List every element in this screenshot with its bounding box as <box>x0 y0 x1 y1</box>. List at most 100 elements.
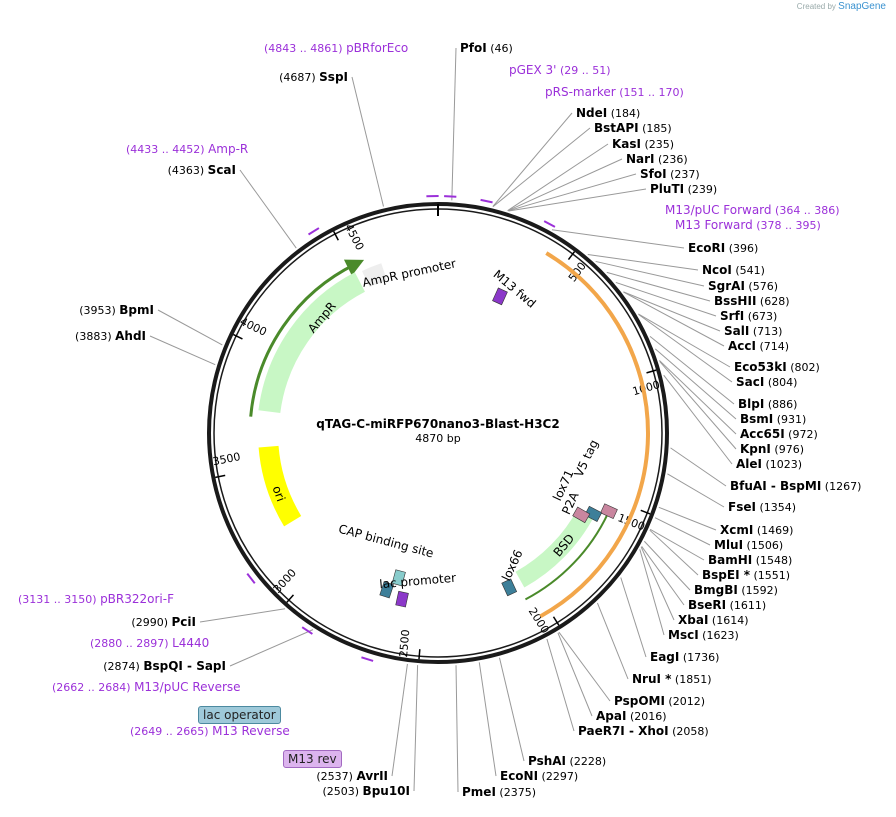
enzyme-name[interactable]: Acc65I <box>740 427 785 441</box>
enzyme-name[interactable]: SacI <box>736 375 764 389</box>
enzyme-name[interactable]: NdeI <box>576 106 607 120</box>
enzyme-name[interactable]: XcmI <box>720 523 753 537</box>
primer-name[interactable]: M13 Reverse <box>212 724 290 738</box>
enzyme-pos: (713) <box>749 325 782 338</box>
primer-mark-m13-puc-reverse <box>361 657 373 661</box>
leader-2 <box>493 128 590 207</box>
enzyme-pos: (2874) <box>103 660 143 673</box>
leader-8 <box>588 254 698 270</box>
enzyme-label: SacI (804) <box>736 375 797 389</box>
enzyme-name[interactable]: NcoI <box>702 263 732 277</box>
leader-41 <box>230 630 313 666</box>
primer-range: (2880 .. 2897) <box>90 637 172 650</box>
enzyme-name[interactable]: BpmI <box>119 303 154 317</box>
enzyme-name[interactable]: EcoRI <box>688 241 725 255</box>
enzyme-name[interactable]: XbaI <box>678 613 708 627</box>
leader-35 <box>547 639 574 731</box>
primer-range: (3131 .. 3150) <box>18 593 100 606</box>
enzyme-name[interactable]: NarI <box>626 152 655 166</box>
enzyme-name[interactable]: FseI <box>728 500 756 514</box>
primer-name[interactable]: M13 Forward <box>675 218 753 232</box>
enzyme-name[interactable]: ScaI <box>208 163 236 177</box>
enzyme-label: SfoI (237) <box>640 167 700 181</box>
enzyme-pos: (972) <box>785 428 818 441</box>
enzyme-label: NdeI (184) <box>576 106 640 120</box>
enzyme-name[interactable]: SfoI <box>640 167 667 181</box>
enzyme-label: PspOMI (2012) <box>614 694 705 708</box>
primer-range: (4843 .. 4861) <box>264 42 346 55</box>
enzyme-label: EagI (1736) <box>650 650 719 664</box>
primer-label: (2880 .. 2897) L4440 <box>90 636 209 650</box>
enzyme-name[interactable]: BmgBI <box>694 583 738 597</box>
enzyme-label: SrfI (673) <box>720 309 777 323</box>
ampr-feature <box>269 282 360 412</box>
primer-mark-pgex3 <box>444 196 456 197</box>
enzyme-label: (4363) ScaI <box>168 163 236 177</box>
primer-mark-m13-forward <box>544 221 555 227</box>
leader-33 <box>559 632 610 701</box>
enzyme-name[interactable]: PspOMI <box>614 694 665 708</box>
enzyme-name[interactable]: SspI <box>319 70 348 84</box>
primer-name[interactable]: M13/pUC Forward <box>665 203 772 217</box>
v5-tag-feature <box>601 504 618 519</box>
enzyme-name[interactable]: AleI <box>736 457 762 471</box>
enzyme-name[interactable]: Eco53kI <box>734 360 787 374</box>
enzyme-name[interactable]: NruI * <box>632 672 672 686</box>
enzyme-name[interactable]: SrfI <box>720 309 744 323</box>
enzyme-label: (4687) SspI <box>279 70 348 84</box>
tick-label-3000: 3000 <box>271 566 299 596</box>
enzyme-name[interactable]: BstAPI <box>594 121 639 135</box>
enzyme-name[interactable]: PfoI <box>460 41 487 55</box>
primer-name[interactable]: Amp-R <box>208 142 248 156</box>
enzyme-name[interactable]: EagI <box>650 650 679 664</box>
primer-label: (2662 .. 2684) M13/pUC Reverse <box>52 680 241 694</box>
enzyme-name[interactable]: KpnI <box>740 442 771 456</box>
enzyme-name[interactable]: ApaI <box>596 709 626 723</box>
enzyme-name[interactable]: BspQI - SapI <box>143 659 226 673</box>
enzyme-name[interactable]: PciI <box>172 615 197 629</box>
leader-34 <box>558 633 592 716</box>
primer-label: M13/pUC Forward (364 .. 386) <box>665 203 840 217</box>
ampr-promoter-label: AmpR promoter <box>361 256 457 290</box>
primer-name[interactable]: M13/pUC Reverse <box>134 680 241 694</box>
enzyme-name[interactable]: SgrAI <box>708 279 745 293</box>
leader-43 <box>150 336 215 365</box>
enzyme-name[interactable]: BseRI <box>688 598 726 612</box>
primer-name[interactable]: pGEX 3' <box>509 63 556 77</box>
primer-name[interactable]: pBRforEco <box>346 41 408 55</box>
enzyme-name[interactable]: BssHII <box>714 294 756 308</box>
enzyme-label: PluTI (239) <box>650 182 717 196</box>
primer-range: (2649 .. 2665) <box>130 725 212 738</box>
enzyme-pos: (2537) <box>316 770 356 783</box>
enzyme-name[interactable]: Bpu10I <box>363 784 410 798</box>
enzyme-name[interactable]: AvrII <box>356 769 388 783</box>
primer-mark-pbr322ori-f <box>247 574 255 584</box>
enzyme-name[interactable]: AccI <box>728 339 756 353</box>
enzyme-name[interactable]: SalI <box>724 324 749 338</box>
enzyme-name[interactable]: BfuAI - BspMI <box>730 479 821 493</box>
enzyme-name[interactable]: MscI <box>668 628 699 642</box>
lac-operator-tag[interactable]: lac operator <box>198 706 281 724</box>
enzyme-name[interactable]: PaeR7I - XhoI <box>578 724 669 738</box>
enzyme-name[interactable]: MluI <box>714 538 743 552</box>
enzyme-name[interactable]: BspEI * <box>702 568 751 582</box>
enzyme-pos: (628) <box>756 295 789 308</box>
enzyme-name[interactable]: EcoNI <box>500 769 538 783</box>
primer-label: (4433 .. 4452) Amp-R <box>126 142 248 156</box>
enzyme-pos: (1469) <box>753 524 793 537</box>
enzyme-name[interactable]: PluTI <box>650 182 684 196</box>
m13-rev-tag[interactable]: M13 rev <box>283 750 342 768</box>
primer-name[interactable]: pRS-marker <box>545 85 616 99</box>
enzyme-name[interactable]: PshAI <box>528 754 566 768</box>
enzyme-name[interactable]: KasI <box>612 137 641 151</box>
primer-name[interactable]: pBR322ori-F <box>100 592 174 606</box>
enzyme-name[interactable]: AhdI <box>115 329 146 343</box>
tick-2500 <box>419 649 420 659</box>
enzyme-pos: (2228) <box>566 755 606 768</box>
enzyme-name[interactable]: BsmI <box>740 412 773 426</box>
enzyme-name[interactable]: BamHI <box>708 553 752 567</box>
primer-name[interactable]: L4440 <box>172 636 209 650</box>
enzyme-label: BseRI (1611) <box>688 598 766 612</box>
enzyme-name[interactable]: BlpI <box>738 397 764 411</box>
enzyme-name[interactable]: PmeI <box>462 785 496 799</box>
